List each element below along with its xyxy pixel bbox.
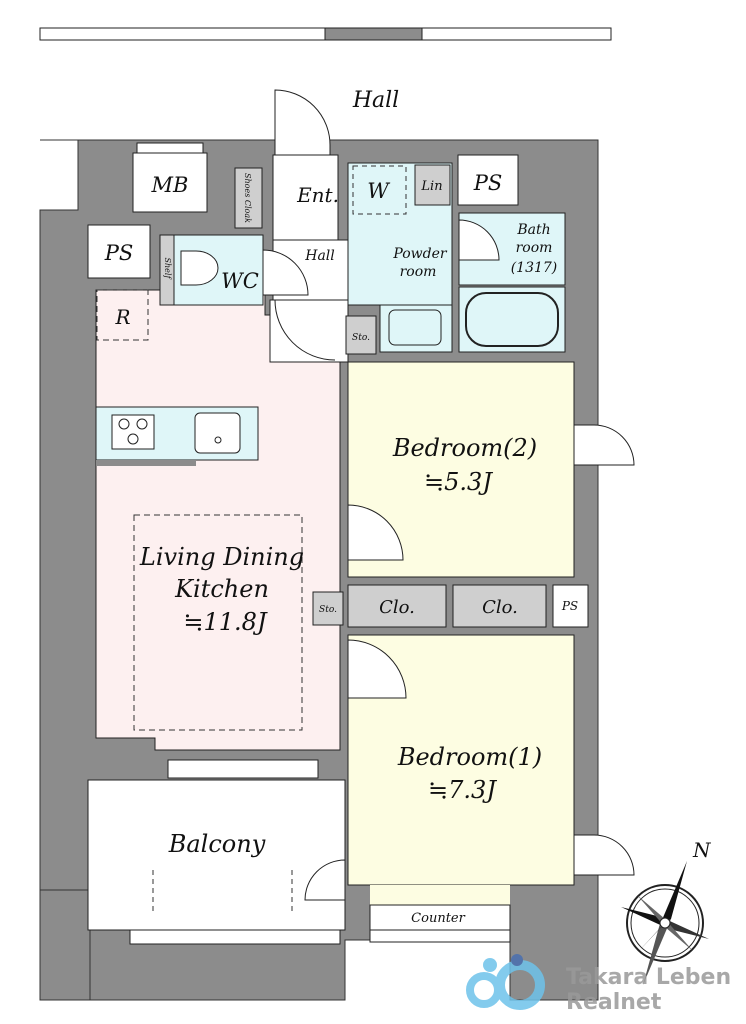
label-wc: WC — [221, 269, 259, 293]
closet-2 — [452, 584, 547, 628]
label-hall-outside: Hall — [352, 88, 399, 113]
hall-corridor — [269, 299, 349, 363]
label-lin: Lin — [420, 179, 442, 194]
counter — [369, 904, 511, 931]
entrance-door[interactable] — [274, 89, 331, 156]
refrigerator-space — [96, 289, 149, 341]
label-bedroom-2-size: ≒5.3J — [424, 468, 493, 496]
label-sto-mid: Sto. — [319, 605, 337, 615]
hall-door[interactable] — [274, 299, 336, 361]
bedroom2-window-door[interactable] — [573, 424, 635, 466]
label-counter: Counter — [411, 911, 465, 926]
compass-icon: N — [621, 838, 712, 985]
scale-bar — [39, 27, 612, 41]
washer-space — [352, 165, 407, 215]
shoes-cloak — [234, 167, 263, 229]
label-bath-size: (1317) — [511, 260, 558, 276]
label-ps-left: PS — [104, 241, 134, 265]
label-shelf: Shelf — [163, 258, 172, 281]
entrance — [272, 154, 339, 241]
label-w: W — [367, 179, 391, 203]
label-ldk: Living Dining — [139, 543, 304, 571]
label-ps-right: PS — [561, 599, 578, 613]
storage-top — [345, 315, 377, 355]
linen-cupboard — [414, 164, 451, 206]
label-entrance: Ent. — [296, 183, 339, 207]
label-r: R — [114, 305, 130, 329]
label-sto-top: Sto. — [352, 333, 370, 343]
label-bath: Bath — [516, 222, 550, 238]
bathtub — [458, 286, 566, 353]
bedroom1-window-door[interactable] — [573, 834, 635, 876]
watermark-line1: Takara Leben — [566, 965, 731, 990]
watermark-logo: Takara Leben Realnet — [466, 954, 731, 1015]
label-ldk-size: ≒11.8J — [183, 608, 268, 636]
toilet-icon — [180, 250, 219, 286]
watermark-line2: Realnet — [566, 990, 662, 1015]
compass-north-label: N — [692, 838, 712, 862]
balcony-window[interactable] — [167, 759, 319, 779]
ps-left — [87, 224, 151, 279]
living-area-outline — [133, 514, 303, 731]
kitchen-counter — [95, 406, 259, 466]
label-balcony: Balcony — [168, 830, 266, 858]
bath-door[interactable] — [458, 219, 500, 261]
bedroom2-door[interactable] — [347, 504, 404, 561]
closet-1 — [347, 584, 447, 628]
label-hall-inner: Hall — [304, 248, 335, 264]
balcony-door[interactable] — [304, 859, 346, 901]
room-ldk — [95, 289, 341, 751]
ps-top — [457, 154, 519, 206]
wc-door[interactable] — [262, 249, 309, 296]
label-bedroom-1: Bedroom(1) — [397, 743, 542, 771]
bedroom1-door[interactable] — [347, 639, 407, 699]
ps-right — [552, 584, 589, 628]
label-bedroom-2: Bedroom(2) — [392, 434, 537, 462]
label-ps-top: PS — [473, 171, 503, 195]
storage-mid — [312, 591, 344, 626]
label-closet-1: Clo. — [379, 597, 415, 618]
label-ldk-kitchen: Kitchen — [174, 575, 269, 603]
label-powder: Powder — [392, 246, 448, 262]
label-powder-room: room — [400, 264, 437, 280]
label-bedroom-1-size: ≒7.3J — [428, 776, 497, 804]
label-closet-2: Clo. — [482, 597, 518, 618]
label-shoes-cloak: Shoes Cloak — [243, 173, 252, 223]
label-bath-room: room — [516, 240, 553, 256]
label-mb: MB — [151, 173, 189, 197]
